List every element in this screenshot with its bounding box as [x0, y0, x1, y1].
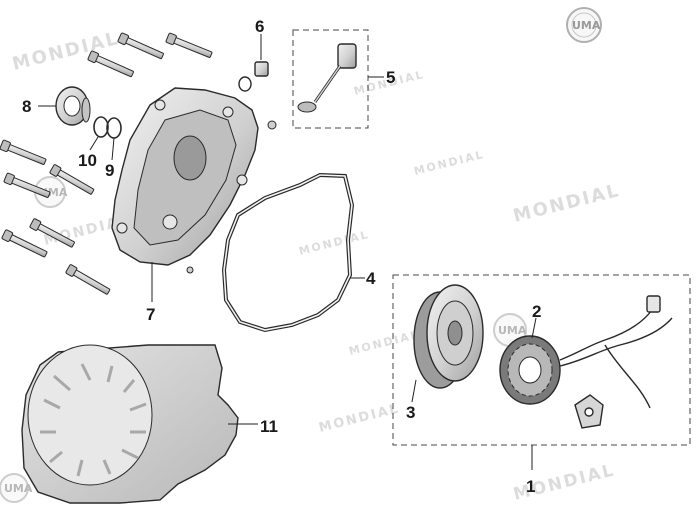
bolt — [87, 50, 136, 80]
watermark-text: MONDIAL — [298, 228, 371, 258]
stator-coil — [499, 335, 561, 405]
plug-and-o-ring — [186, 61, 277, 274]
watermark-text: MONDIAL — [413, 148, 486, 178]
callout-7: 7 — [146, 305, 155, 324]
brand-logo-top-right: UMA — [566, 7, 602, 43]
stator-group-box — [392, 274, 691, 446]
brand-logo-text: UMA — [4, 482, 33, 495]
callout-1: 1 — [526, 477, 535, 496]
callout-3: 3 — [406, 403, 415, 422]
callout-labels: 1 2 3 4 5 6 7 8 9 10 11 — [22, 17, 541, 496]
side-cover — [21, 344, 239, 504]
bolt — [0, 139, 48, 168]
crankcase-cover — [111, 87, 259, 266]
flywheel-rotor — [413, 284, 484, 389]
brand-logo-text: UMA — [498, 324, 527, 337]
callout-11: 11 — [260, 417, 278, 436]
wiring-harness — [559, 295, 673, 429]
watermark-text: MONDIAL — [10, 28, 121, 75]
brand-logo-text: UMA — [572, 19, 601, 32]
callout-10: 10 — [78, 151, 97, 170]
callout-5: 5 — [386, 68, 395, 87]
oil-seal — [55, 86, 91, 126]
bolt — [165, 32, 214, 61]
o-ring-9 — [106, 117, 122, 139]
watermark-text: MONDIAL — [511, 180, 622, 227]
o-ring-10 — [93, 116, 109, 138]
callout-6: 6 — [255, 17, 264, 36]
gasket — [221, 172, 355, 333]
watermark-text: MONDIAL — [348, 328, 421, 358]
brand-logo-bottom-left: UMA — [0, 473, 33, 503]
callout-2: 2 — [532, 302, 541, 321]
callout-8: 8 — [22, 97, 31, 116]
bolt — [1, 228, 49, 260]
callout-9: 9 — [105, 161, 114, 180]
callout-4: 4 — [366, 269, 376, 288]
leader-lines — [38, 34, 537, 470]
bolt — [64, 263, 112, 297]
dipstick-group — [292, 29, 369, 129]
bolt — [117, 32, 166, 62]
watermark-text: MONDIAL — [317, 401, 401, 436]
